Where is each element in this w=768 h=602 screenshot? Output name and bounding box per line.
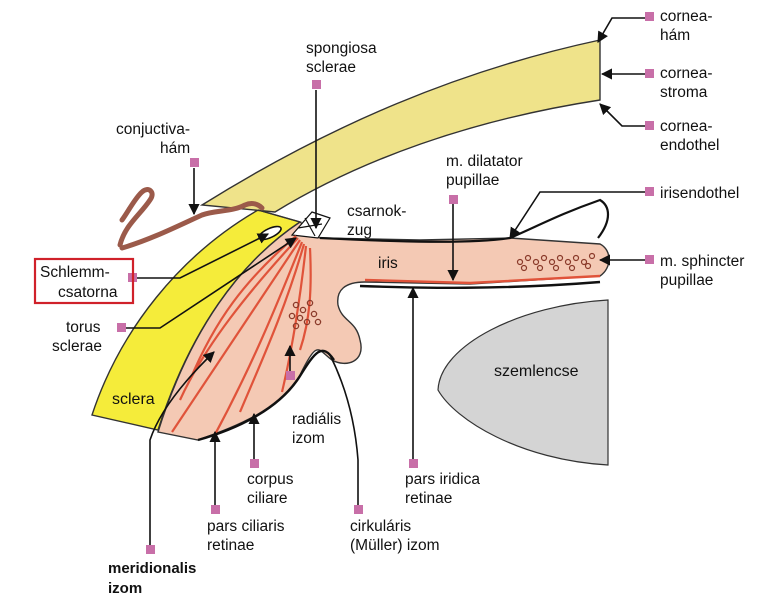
- label-pars-ciliaris-retinae: pars ciliaris retinae: [207, 518, 289, 554]
- cornea-shape: [199, 39, 601, 213]
- dilator-muscle-strip: [364, 274, 601, 285]
- pars-iridica-line: [359, 280, 601, 289]
- iris-outline: [319, 198, 610, 243]
- label-csarnokzug: csarnok- zug: [347, 203, 411, 239]
- leader-lines: [124, 17, 648, 548]
- label-cornea-stroma: cornea- stroma: [660, 65, 717, 101]
- label-schlemm-csatorna: Schlemm- csatorna: [40, 264, 118, 301]
- lens-shape: [437, 299, 609, 466]
- label-iris: iris: [378, 255, 398, 272]
- label-spongiosa-sclerae: spongiosa sclerae: [306, 40, 381, 76]
- conjunctiva-shape: [117, 187, 265, 251]
- label-meridionalis-izom: meridionalis izom: [108, 560, 201, 597]
- label-cornea-endothel: cornea- endothel: [660, 118, 719, 154]
- circular-muscle-dots: [288, 299, 322, 330]
- label-dilatator-pupillae: m. dilatator pupillae: [446, 153, 527, 189]
- label-sphincter-pupillae: m. sphincter pupillae: [660, 253, 749, 289]
- label-irisendothel: irisendothel: [660, 185, 739, 202]
- label-torus-sclerae: torus sclerae: [52, 319, 105, 355]
- label-sclera: sclera: [112, 391, 155, 408]
- label-cornea-ham: cornea- hám: [660, 8, 717, 44]
- label-cirkularis-izom: cirkuláris (Müller) izom: [350, 518, 440, 554]
- muscle-fibres: [171, 235, 312, 441]
- label-radialis-izom: radiális izom: [292, 411, 345, 447]
- label-pars-iridica-retinae: pars iridica retinae: [405, 471, 484, 507]
- label-conjunctiva-ham: conjuctiva- hám: [116, 121, 194, 157]
- sphincter-dots: [516, 252, 596, 272]
- label-szemlencse: szemlencse: [494, 363, 579, 380]
- pars-ciliaris-line: [197, 349, 335, 442]
- schlemm-highlight-box: [33, 257, 135, 305]
- label-corpus-ciliare: corpus ciliare: [247, 471, 298, 507]
